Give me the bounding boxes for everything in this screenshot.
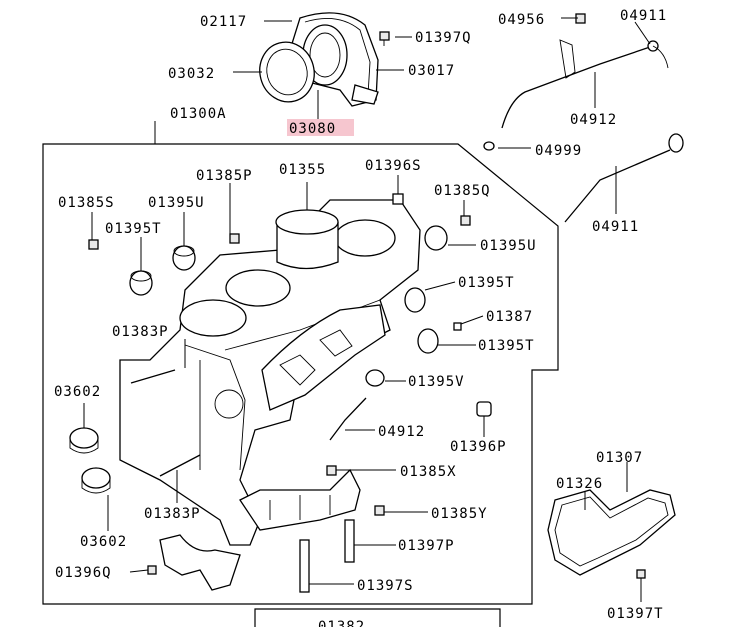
label-01307: 01307: [596, 450, 643, 466]
highlight-03080: [287, 119, 354, 136]
label-01395t-lower: 01395T: [478, 338, 535, 354]
label-01396s: 01396S: [365, 158, 422, 174]
gauge-o-ring: [483, 141, 495, 151]
bolt-397P: [344, 519, 355, 563]
cam-bushing-right-mid: [404, 287, 426, 313]
label-04999: 04999: [535, 143, 582, 159]
cylinder-block-frame: [42, 143, 559, 605]
bolt-385Y: [374, 505, 385, 516]
label-01385x: 01385X: [400, 464, 457, 480]
label-04912-mid: 04912: [378, 424, 425, 440]
small-plug-396S: [392, 193, 404, 205]
cam-bushing-right-low: [417, 328, 439, 354]
label-01397p: 01397P: [398, 538, 455, 554]
cam-bushing-2: [172, 245, 196, 271]
bolt-385P: [229, 233, 240, 244]
label-01395u-right: 01395U: [480, 238, 537, 254]
oil-gauge-guide: [501, 39, 669, 129]
label-03602-bottom: 03602: [80, 534, 127, 550]
label-01383p-top: 01383P: [112, 324, 169, 340]
cam-bushing-left: [129, 270, 153, 296]
label-01326: 01326: [556, 476, 603, 492]
expansion-plug: [365, 369, 385, 387]
side-cover-gasket: [547, 489, 676, 576]
label-03032: 03032: [168, 66, 215, 82]
oil-seal-ring: [259, 41, 315, 103]
label-03080: 03080: [289, 121, 336, 137]
dowel-396P: [476, 401, 492, 417]
label-01355: 01355: [279, 162, 326, 178]
label-04911-mid: 04911: [592, 219, 639, 235]
front-bearing-bushing: [81, 467, 111, 494]
label-01396q: 01396Q: [55, 565, 112, 581]
label-01385p: 01385P: [196, 168, 253, 184]
label-01395t-left: 01395T: [105, 221, 162, 237]
pin-387: [453, 322, 462, 331]
cylinder-sleeve: [275, 209, 339, 270]
stud-383P-top: [130, 369, 176, 384]
label-01397s: 01397S: [357, 578, 414, 594]
lower-partial-frame: [254, 608, 501, 627]
cylinder-block-body: [119, 199, 421, 546]
bolt-385S: [88, 239, 99, 250]
bearing-cap: [159, 534, 241, 591]
label-01395v: 01395V: [408, 374, 465, 390]
label-01385y: 01385Y: [431, 506, 488, 522]
label-01387: 01387: [486, 309, 533, 325]
label-01396p: 01396P: [450, 439, 507, 455]
bolt-397S: [299, 539, 310, 593]
label-02117: 02117: [200, 14, 247, 30]
nut-396Q: [147, 565, 157, 575]
label-03602-top: 03602: [54, 384, 101, 400]
oil-pipe-4912: [329, 397, 367, 441]
label-01397t: 01397T: [607, 606, 664, 622]
bolt-385Q: [460, 215, 471, 226]
label-01383p-bottom: 01383P: [144, 506, 201, 522]
label-04911-top: 04911: [620, 8, 667, 24]
rear-bearing-bushing: [69, 427, 99, 454]
label-04956: 04956: [498, 12, 545, 28]
label-04912-top: 04912: [570, 112, 617, 128]
label-01395t-upper: 01395T: [458, 275, 515, 291]
stud-383P-bottom: [159, 454, 201, 477]
label-03017: 03017: [408, 63, 455, 79]
oil-level-gauge: [564, 133, 684, 223]
cam-bushing-right-top: [424, 225, 448, 251]
label-01382-partial: 01382: [318, 619, 365, 627]
label-01397q: 01397Q: [415, 30, 472, 46]
label-01395u-left: 01395U: [148, 195, 205, 211]
label-01300a: 01300A: [170, 106, 227, 122]
bolt-397T: [636, 569, 646, 579]
seal-case-bolt: [379, 31, 390, 46]
label-01385q: 01385Q: [434, 183, 491, 199]
leader-lines: [83, 17, 651, 602]
label-01385s: 01385S: [58, 195, 115, 211]
bolt-385X: [326, 465, 337, 476]
